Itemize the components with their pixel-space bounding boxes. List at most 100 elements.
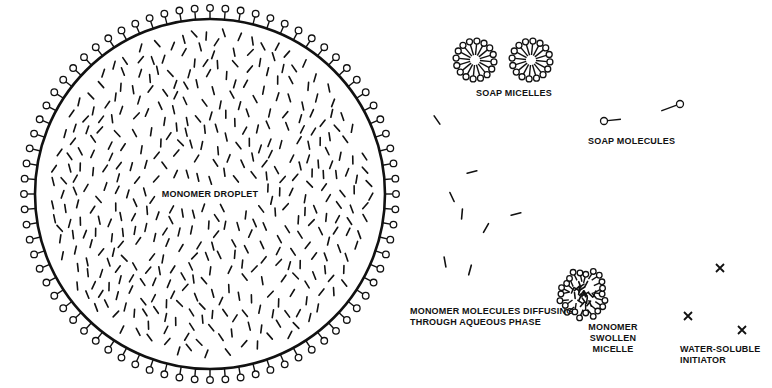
monomer-molecule — [574, 287, 579, 291]
micelle-soap — [479, 50, 488, 57]
monomer-molecule — [345, 253, 348, 261]
monomer-molecule — [244, 246, 248, 253]
adsorbed-soap — [339, 70, 345, 75]
adsorbed-soap — [280, 27, 283, 34]
micelle-soap — [596, 298, 602, 299]
adsorbed-soap — [224, 368, 226, 376]
monomer-molecule — [303, 60, 306, 67]
monomer-molecule — [307, 82, 309, 90]
adsorbed-soap — [376, 135, 383, 138]
monomer-molecule — [269, 151, 272, 158]
initiator-label: WATER-SOLUBLE INITIATOR — [680, 344, 768, 366]
monomer-molecule — [146, 206, 148, 214]
micelle-soap — [465, 48, 472, 57]
monomer-molecule — [230, 91, 234, 98]
monomer-molecule — [484, 224, 489, 233]
monomer-molecule — [95, 304, 98, 311]
monomer-molecule — [271, 196, 273, 204]
monomer-molecule — [195, 116, 200, 122]
monomer-molecule — [338, 245, 341, 252]
monomer-molecule — [346, 228, 350, 235]
soap-head — [207, 377, 214, 384]
monomer-molecule — [79, 163, 81, 171]
monomer-molecule — [95, 228, 97, 236]
adsorbed-soap — [33, 149, 40, 151]
monomer-molecule — [60, 235, 61, 243]
monomer-molecule — [358, 231, 361, 239]
monomer-molecule — [174, 150, 179, 156]
monomer-molecule — [212, 242, 214, 250]
monomer-molecule — [69, 110, 74, 117]
soap-head — [677, 101, 684, 108]
soap-head — [377, 265, 384, 272]
monomer-molecule — [266, 121, 269, 128]
soap-head — [105, 346, 112, 353]
monomer-molecule — [285, 226, 289, 233]
soap-head — [516, 42, 522, 48]
monomer-molecule — [186, 170, 188, 178]
monomer-molecule — [210, 112, 212, 120]
adsorbed-soap — [110, 41, 114, 47]
soap-head — [513, 69, 519, 75]
monomer-molecule — [99, 116, 104, 122]
micelle-soap — [480, 55, 491, 58]
adsorbed-soap — [306, 341, 310, 347]
soap-head — [21, 206, 28, 213]
monomer-molecule — [242, 341, 247, 347]
soap-head — [81, 54, 88, 61]
monomer-molecule — [289, 188, 292, 195]
monomer-molecule — [69, 164, 71, 172]
adsorbed-soap — [66, 82, 72, 87]
monomer-molecule — [97, 127, 102, 133]
soap-head — [487, 45, 493, 51]
monomer-molecule — [147, 334, 152, 340]
soap-head — [176, 7, 183, 14]
monomer-molecule — [65, 204, 66, 212]
adsorbed-soap — [76, 313, 82, 318]
soap-head — [455, 48, 461, 54]
monomer-molecule — [244, 80, 248, 87]
adsorbed-soap — [28, 178, 36, 180]
monomer-molecule — [77, 200, 79, 208]
monomer-molecule — [143, 309, 147, 316]
monomer-molecule — [193, 210, 195, 218]
monomer-molecule — [332, 99, 335, 106]
soap-head — [602, 298, 608, 304]
monomer-molecule — [310, 110, 313, 117]
soap-head — [546, 52, 552, 58]
monomer-molecule — [450, 192, 454, 201]
monomer-molecule — [261, 43, 265, 50]
monomer-droplet: MONOMER DROPLET — [18, 2, 402, 386]
soap-head — [599, 279, 605, 285]
soap-head — [596, 272, 602, 278]
monomer-molecule — [260, 241, 263, 248]
monomer-molecule — [120, 106, 123, 114]
monomer-molecule — [151, 57, 154, 65]
monomer-molecule — [337, 202, 342, 208]
soap-head — [601, 118, 608, 125]
monomer-molecule — [363, 214, 367, 221]
monomer-molecule — [108, 142, 112, 149]
monomer-molecule — [92, 107, 94, 115]
monomer-molecule — [57, 225, 62, 231]
swollen-micelle-label: MONOMER SWOLLEN MICELLE — [584, 322, 642, 355]
droplet-boundary — [35, 19, 385, 369]
monomer-molecule — [275, 43, 279, 50]
monomer-molecule — [78, 98, 80, 106]
soap-head — [321, 44, 328, 51]
monomer-molecule — [342, 280, 347, 286]
monomer-molecule — [154, 234, 156, 242]
monomer-molecule — [236, 142, 241, 148]
monomer-molecule — [212, 51, 215, 59]
monomer-molecule — [277, 76, 279, 84]
monomer-molecule — [83, 116, 88, 122]
micelle-soap — [588, 274, 591, 279]
soap-head — [362, 292, 369, 299]
monomer-molecule — [124, 303, 126, 311]
monomer-molecule — [52, 201, 54, 209]
monomer-molecule — [173, 106, 175, 114]
monomer-molecule — [201, 141, 203, 149]
adsorbed-soap — [380, 237, 387, 239]
monomer-molecule — [233, 61, 238, 67]
monomer-molecule — [363, 203, 368, 209]
